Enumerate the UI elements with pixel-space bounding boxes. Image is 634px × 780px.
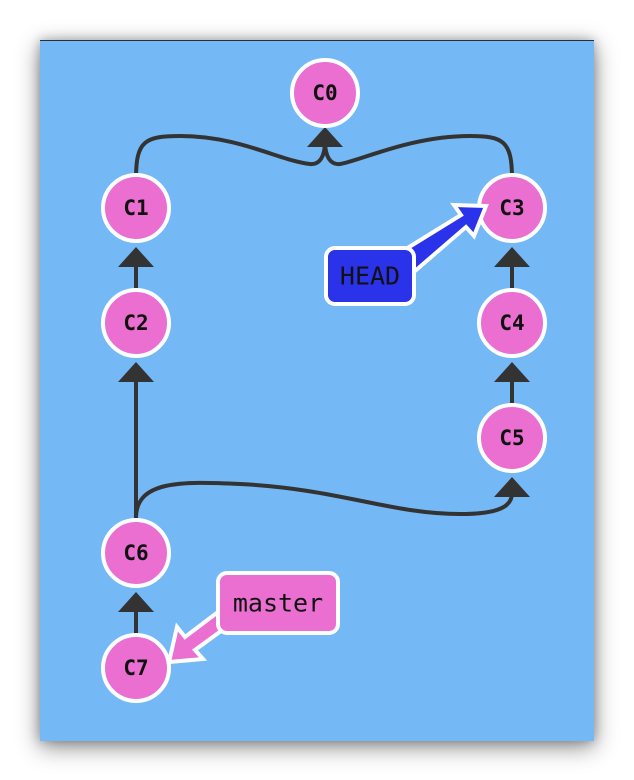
arrowheads [118, 127, 530, 612]
commit-c2[interactable]: C2 [101, 288, 171, 358]
commit-c0-label: C0 [312, 81, 337, 105]
master-ref[interactable]: master [166, 571, 340, 665]
head-ref[interactable]: HEAD [324, 202, 489, 306]
commit-c1-label: C1 [123, 196, 148, 220]
commit-c0[interactable]: C0 [290, 58, 360, 128]
commit-c6[interactable]: C6 [101, 518, 171, 588]
commit-c2-label: C2 [123, 311, 148, 335]
commit-c5-label: C5 [499, 426, 524, 450]
commit-graph: C0 C1 C2 C3 C4 C5 C6 C7 [101, 58, 547, 703]
head-ref-label: HEAD [340, 262, 400, 291]
edge-c3-c0 [323, 133, 514, 179]
head-ref-arrow [398, 202, 489, 274]
arrowhead-c3 [494, 247, 530, 267]
edge-c1-c0 [134, 133, 327, 179]
master-ref-label: master [233, 589, 323, 618]
git-graph-canvas: C0 C1 C2 C3 C4 C5 C6 C7 [40, 40, 594, 741]
arrowhead-c5 [494, 477, 530, 497]
arrowhead-c1 [118, 247, 154, 267]
commit-c4[interactable]: C4 [477, 288, 547, 358]
master-ref-box [216, 571, 340, 635]
commit-c7-label: C7 [123, 656, 148, 680]
commit-c3[interactable]: C3 [477, 173, 547, 243]
commit-c5[interactable]: C5 [477, 403, 547, 473]
arrowhead-c6 [118, 592, 154, 612]
commit-c1[interactable]: C1 [101, 173, 171, 243]
arrowhead-c0 [307, 127, 343, 147]
commit-c6-label: C6 [123, 541, 148, 565]
commit-c4-label: C4 [499, 311, 524, 335]
head-ref-box [324, 246, 416, 306]
commit-c7[interactable]: C7 [101, 633, 171, 703]
arrowhead-c2 [118, 362, 154, 382]
commit-c3-label: C3 [499, 196, 524, 220]
edges [134, 133, 514, 633]
arrowhead-c4 [494, 362, 530, 382]
edge-c6-c5 [134, 480, 514, 519]
